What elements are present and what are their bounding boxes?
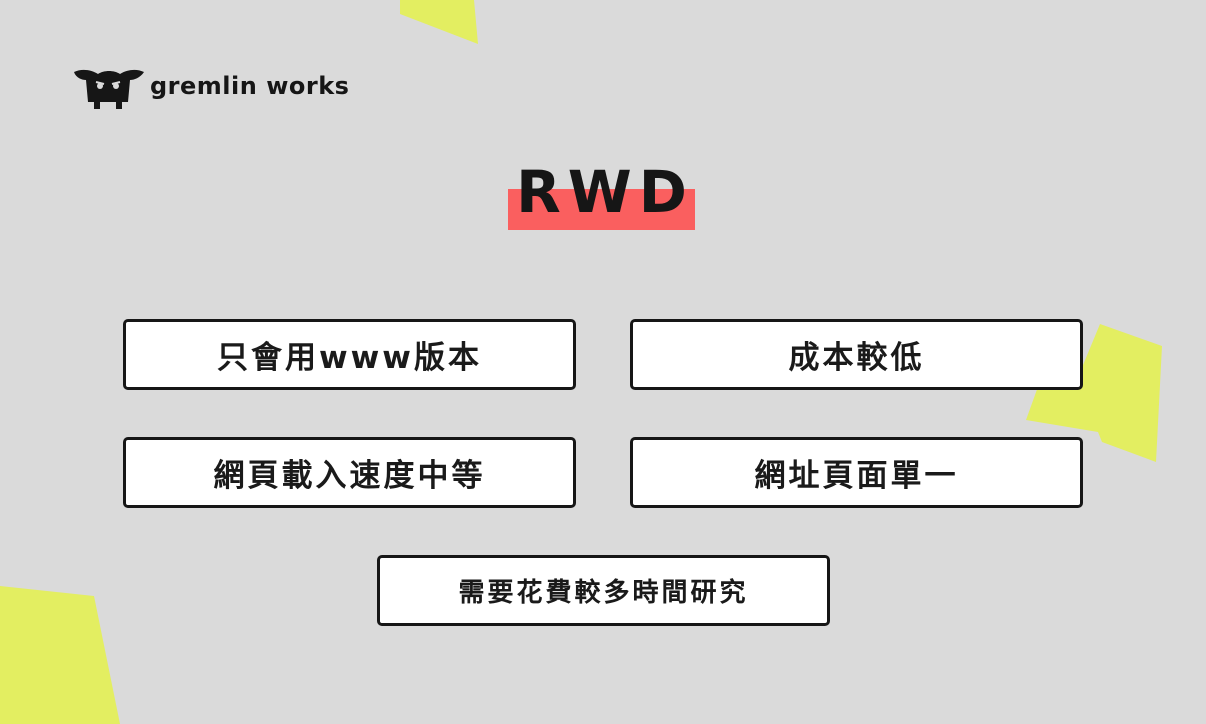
card-load-speed: 網頁載入速度中等 bbox=[123, 437, 576, 508]
card-www-only: 只會用www版本 bbox=[123, 319, 576, 390]
decor-shape-top bbox=[400, 0, 478, 44]
brand-logo: gremlin works bbox=[72, 62, 349, 110]
card-label: 需要花費較多時間研究 bbox=[458, 578, 749, 608]
card-label: 只會用www版本 bbox=[217, 340, 482, 376]
card-label: 成本較低 bbox=[788, 340, 925, 376]
card-research-time: 需要花費較多時間研究 bbox=[377, 555, 830, 626]
card-label: 網址頁面單一 bbox=[754, 458, 959, 494]
title-highlight-bar bbox=[508, 189, 695, 230]
gremlin-mascot-icon bbox=[74, 69, 144, 109]
card-label: 網頁載入速度中等 bbox=[213, 458, 486, 494]
card-single-url: 網址頁面單一 bbox=[630, 437, 1083, 508]
brand-name: gremlin works bbox=[150, 72, 350, 100]
page-title: RWD bbox=[508, 158, 695, 230]
title-text: RWD bbox=[516, 158, 694, 226]
decor-shape-right bbox=[1026, 324, 1162, 462]
card-lower-cost: 成本較低 bbox=[630, 319, 1083, 390]
decor-shape-bottom-left bbox=[0, 586, 120, 724]
